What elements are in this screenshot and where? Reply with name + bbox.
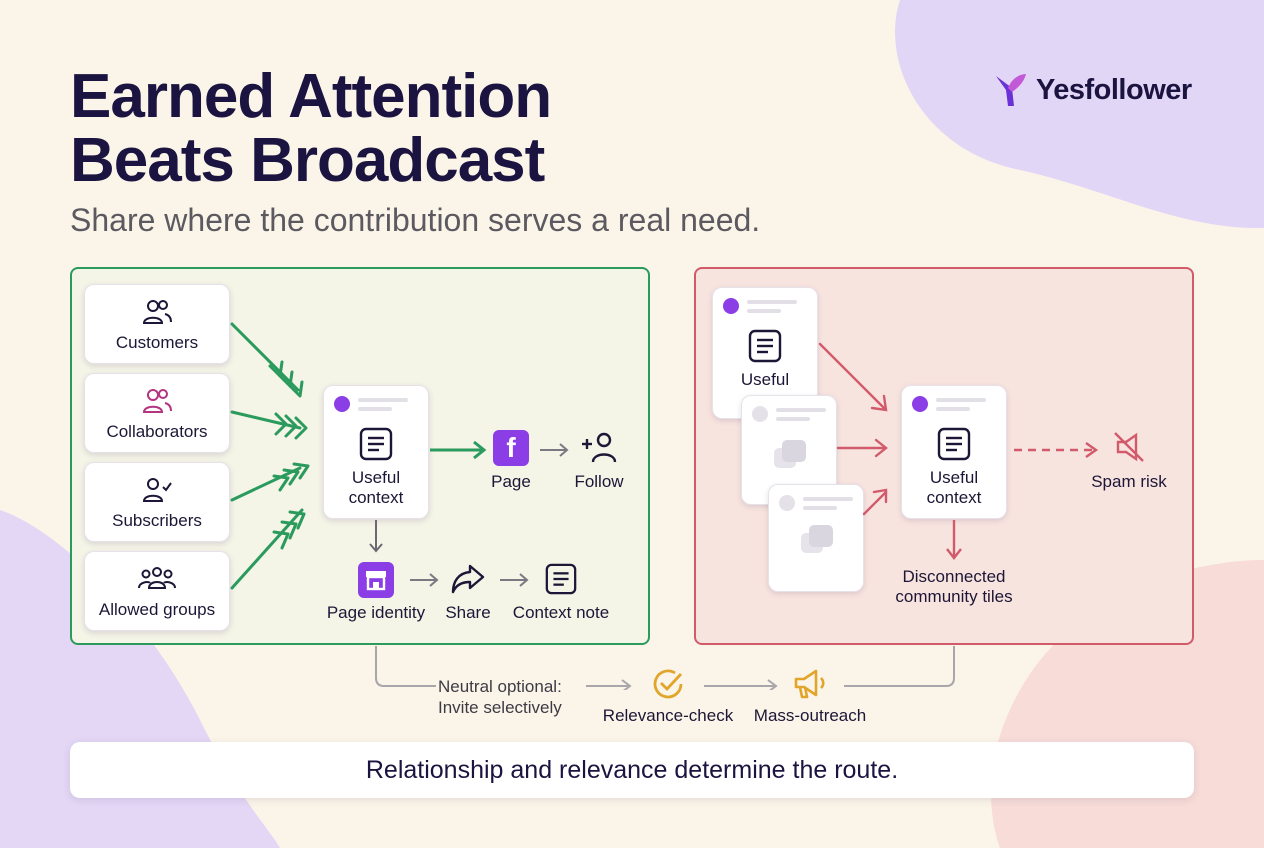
text-placeholder bbox=[776, 408, 826, 412]
source-collaborators: Collaborators bbox=[84, 373, 230, 453]
text-placeholder bbox=[803, 506, 837, 510]
red-flow-arrows bbox=[818, 342, 888, 516]
source-subscribers: Subscribers bbox=[84, 462, 230, 542]
check-circle-icon bbox=[653, 669, 683, 699]
avatar bbox=[912, 396, 928, 412]
text-placeholder bbox=[747, 300, 797, 304]
source-label: Allowed groups bbox=[98, 600, 216, 619]
document-icon bbox=[937, 427, 971, 461]
share-label: Share bbox=[445, 603, 491, 622]
source-customers: Customers bbox=[84, 284, 230, 364]
user-check-icon bbox=[142, 478, 172, 502]
disconnected-tiles-label: Disconnected community tiles bbox=[895, 567, 1013, 606]
spam-risk-label: Spam risk bbox=[1091, 472, 1167, 491]
avatar bbox=[334, 396, 350, 412]
avatar bbox=[752, 406, 768, 422]
brand-name: Yesfollower bbox=[1036, 73, 1192, 106]
avatar bbox=[779, 495, 795, 511]
invite-selectively-text: Invite selectively bbox=[438, 698, 562, 717]
subtitle: Share where the contribution serves a re… bbox=[70, 202, 761, 238]
users-icon bbox=[142, 300, 172, 324]
useful-context-post-card: Useful context bbox=[323, 385, 429, 519]
summary-banner: Relationship and relevance determine the… bbox=[70, 742, 1194, 798]
text-placeholder bbox=[803, 497, 853, 501]
post-label: Useful bbox=[740, 370, 790, 389]
title-line-2: Beats Broadcast bbox=[70, 126, 545, 195]
text-placeholder bbox=[776, 417, 810, 421]
ghost-post-card bbox=[768, 484, 864, 592]
facebook-page-icon: f bbox=[493, 430, 529, 466]
share-icon bbox=[451, 564, 485, 594]
arrow-to-follow bbox=[540, 443, 569, 457]
follow-label: Follow bbox=[574, 472, 624, 491]
page-identity-storefront-icon bbox=[358, 562, 394, 598]
brand-logo: Yesfollower bbox=[994, 72, 1192, 108]
muted-megaphone-icon bbox=[1114, 432, 1144, 462]
background-blob-top-right bbox=[895, 0, 1264, 229]
text-placeholder bbox=[358, 398, 408, 402]
broadcast-post-card: Useful context bbox=[901, 385, 1007, 519]
arrow-down-to-identity bbox=[369, 520, 383, 553]
text-placeholder bbox=[747, 309, 781, 313]
yesfollower-logo-icon bbox=[996, 74, 1026, 106]
arrow-to-context-note bbox=[500, 573, 529, 587]
users-icon bbox=[142, 389, 172, 413]
arrow-to-page bbox=[430, 440, 487, 460]
document-icon bbox=[359, 427, 393, 461]
post-label: Useful context bbox=[348, 468, 404, 507]
source-label: Customers bbox=[115, 333, 199, 352]
chat-bubble-icon bbox=[774, 440, 806, 468]
neutral-optional-text: Neutral optional: bbox=[438, 677, 562, 696]
neutral-connector-lines bbox=[375, 646, 955, 690]
arrow-down-to-disconnected bbox=[946, 520, 962, 560]
group-icon bbox=[138, 567, 176, 589]
text-placeholder bbox=[936, 407, 970, 411]
text-placeholder bbox=[358, 407, 392, 411]
context-note-document-icon bbox=[545, 563, 577, 595]
page-label: Page bbox=[491, 472, 531, 491]
page-title: Earned Attention Beats Broadcast bbox=[70, 62, 552, 195]
relevance-check-label: Relevance-check bbox=[602, 706, 734, 725]
source-label: Collaborators bbox=[106, 422, 208, 441]
megaphone-icon bbox=[794, 669, 825, 699]
document-icon bbox=[748, 329, 782, 363]
text-placeholder bbox=[936, 398, 986, 402]
follow-user-plus-icon bbox=[582, 432, 617, 463]
page-identity-label: Page identity bbox=[326, 603, 426, 622]
context-note-label: Context note bbox=[512, 603, 610, 622]
source-label: Subscribers bbox=[112, 511, 202, 530]
neutral-optional-label: Neutral optional: Invite selectively bbox=[438, 676, 580, 718]
dashed-arrow-to-spam bbox=[1014, 442, 1099, 458]
green-flow-arrows bbox=[230, 322, 310, 590]
arrow-to-share bbox=[410, 573, 439, 587]
source-allowed-groups: Allowed groups bbox=[84, 551, 230, 631]
title-line-1: Earned Attention bbox=[70, 62, 552, 131]
chat-bubble-icon bbox=[801, 525, 833, 553]
avatar bbox=[723, 298, 739, 314]
post-label: Useful context bbox=[926, 468, 982, 507]
mass-outreach-label: Mass-outreach bbox=[753, 706, 867, 725]
